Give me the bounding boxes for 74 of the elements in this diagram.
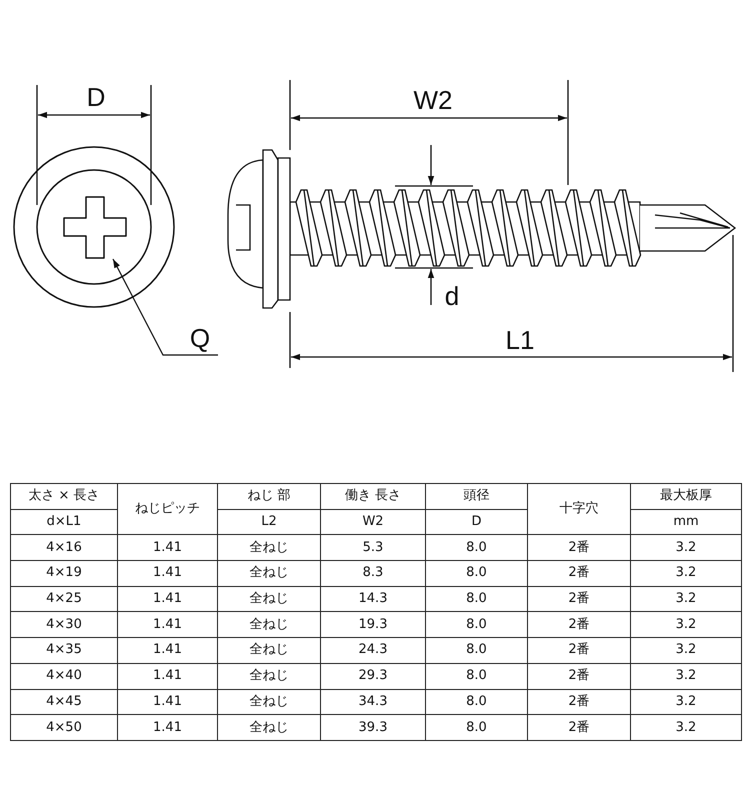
table-cell: 8.0: [426, 534, 528, 561]
header-cell: mm: [630, 509, 742, 535]
table-cell: 24.3: [320, 638, 426, 664]
table-cell: 2番: [528, 586, 630, 612]
table-cell: 4×35: [10, 638, 118, 664]
table-cell: 4×40: [10, 663, 118, 689]
header-cell: d×L1: [10, 509, 118, 535]
table-cell: 2番: [528, 534, 630, 561]
table-cell: 全ねじ: [218, 663, 320, 689]
table-cell: 8.0: [426, 663, 528, 689]
table-cell: 5.3: [320, 534, 426, 561]
table-cell: 8.0: [426, 612, 528, 638]
table-cell: 全ねじ: [218, 534, 320, 561]
header-cell: ねじピッチ: [118, 484, 218, 535]
table-cell: 2番: [528, 689, 630, 715]
table-cell: 3.2: [630, 714, 742, 740]
table-cell: 1.41: [118, 689, 218, 715]
table-cell: 3.2: [630, 638, 742, 664]
table-cell: 4×45: [10, 689, 118, 715]
cross-recess: [63, 196, 127, 259]
table-cell: 全ねじ: [218, 586, 320, 612]
header-cell: 太さ × 長さ: [10, 484, 118, 510]
leader-line: [112, 258, 218, 356]
table-cell: 19.3: [320, 612, 426, 638]
dimension-label: L1: [506, 325, 534, 355]
table-cell: 1.41: [118, 638, 218, 664]
table-cell: 1.41: [118, 586, 218, 612]
dimension-label: d: [444, 281, 460, 311]
table-cell: 3.2: [630, 663, 742, 689]
table-cell: 4×25: [10, 586, 118, 612]
table-cell: 2番: [528, 612, 630, 638]
table-cell: 3.2: [630, 586, 742, 612]
table-cell: 8.3: [320, 560, 426, 586]
table-cell: 8.0: [426, 714, 528, 740]
table-cell: 1.41: [118, 534, 218, 561]
table-cell: 全ねじ: [218, 560, 320, 586]
table-cell: 1.41: [118, 612, 218, 638]
table-cell: 4×16: [10, 534, 118, 561]
table-cell: 2番: [528, 714, 630, 740]
table-cell: 2番: [528, 638, 630, 664]
table-cell: 4×30: [10, 612, 118, 638]
table-cell: 8.0: [426, 560, 528, 586]
header-cell: 働き 長さ: [320, 484, 426, 510]
callout-letter: Q: [180, 325, 220, 355]
table-cell: 3.2: [630, 560, 742, 586]
header-cell: 頭径: [426, 484, 528, 510]
table-cell: 全ねじ: [218, 689, 320, 715]
table-cell: 39.3: [320, 714, 426, 740]
table-cell: 2番: [528, 560, 630, 586]
table-cell: 29.3: [320, 663, 426, 689]
table-cell: 14.3: [320, 586, 426, 612]
table-cell: 4×50: [10, 714, 118, 740]
table-cell: 2番: [528, 663, 630, 689]
header-cell: W2: [320, 509, 426, 535]
table-cell: 1.41: [118, 663, 218, 689]
table-cell: 1.41: [118, 560, 218, 586]
header-cell: ねじ 部: [218, 484, 320, 510]
table-cell: 4×19: [10, 560, 118, 586]
table-cell: 3.2: [630, 689, 742, 715]
header-cell: 最大板厚: [630, 484, 742, 510]
header-cell: L2: [218, 509, 320, 535]
table-cell: 3.2: [630, 534, 742, 561]
dimension-label: D: [86, 82, 106, 112]
table-cell: 8.0: [426, 586, 528, 612]
table-cell: 全ねじ: [218, 638, 320, 664]
table-cell: 34.3: [320, 689, 426, 715]
table-cell: 8.0: [426, 638, 528, 664]
dimension-label: W2: [414, 85, 452, 115]
table-cell: 全ねじ: [218, 612, 320, 638]
table-cell: 1.41: [118, 714, 218, 740]
table-cell: 全ねじ: [218, 714, 320, 740]
table-cell: 8.0: [426, 689, 528, 715]
table-cell: 3.2: [630, 612, 742, 638]
header-cell: 十字穴: [528, 484, 630, 535]
